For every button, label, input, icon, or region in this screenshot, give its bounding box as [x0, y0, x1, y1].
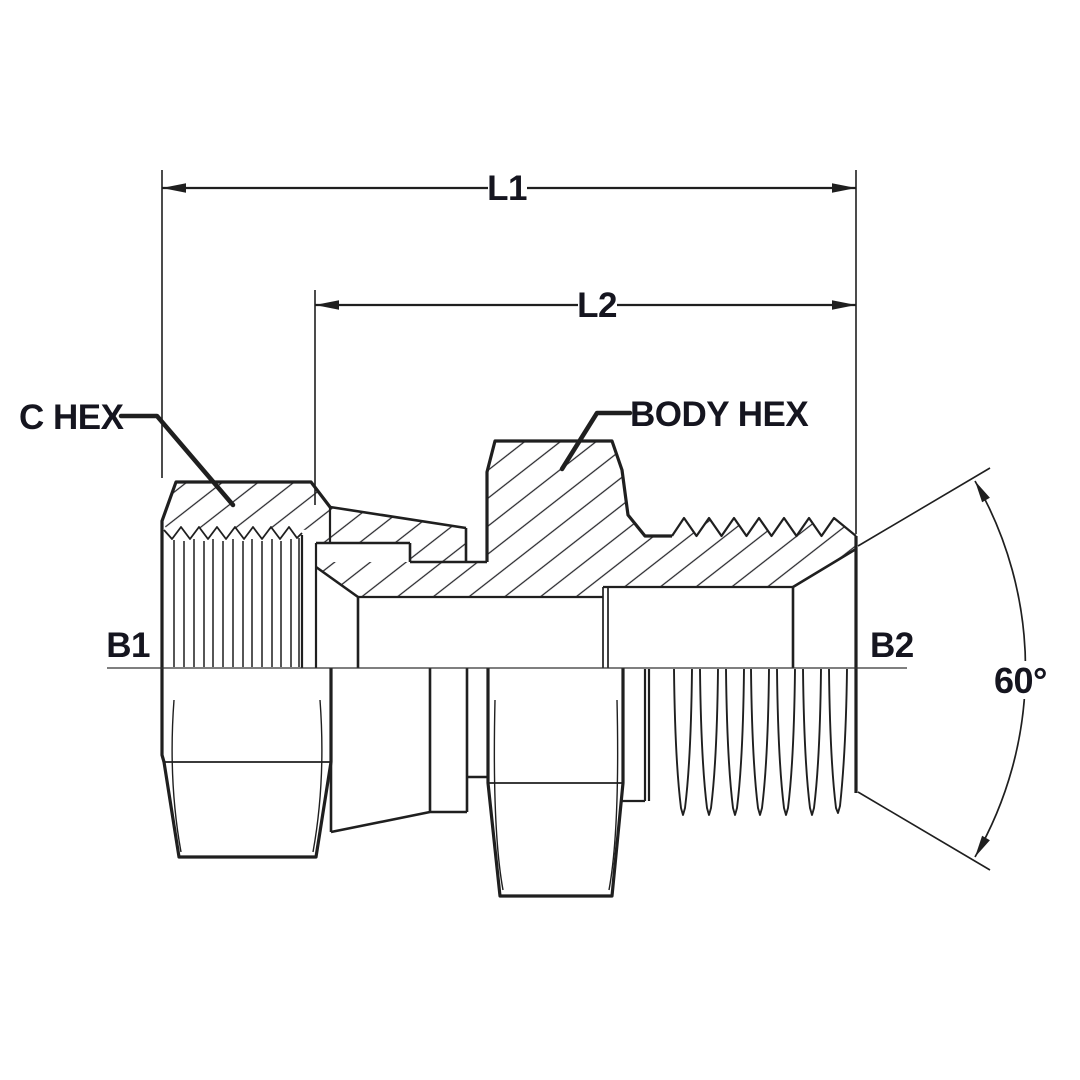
bodyhex-bottom-outline — [486, 668, 625, 898]
male-thread-crests — [671, 516, 857, 538]
l1-arrow-right — [832, 183, 856, 193]
nut-outline — [160, 480, 332, 668]
l2-arrow-left — [315, 300, 339, 310]
nipple-cone — [316, 505, 468, 564]
angle-ray-top — [857, 467, 991, 547]
hatch-body — [316, 441, 856, 597]
bore-lines — [358, 585, 793, 599]
sleeve-bottom — [329, 668, 488, 834]
bore-step-lines — [602, 587, 609, 668]
c-hex-leader — [118, 413, 236, 508]
b2-label: B2 — [870, 626, 914, 665]
dimension-arrows — [162, 183, 856, 310]
dimensions — [161, 170, 857, 534]
nut-serration-line — [163, 526, 303, 540]
hatch-cone-band — [330, 507, 466, 562]
nut-internal-thread-lines — [173, 538, 300, 667]
seat-angle-label: 60° — [994, 660, 1047, 701]
b1-label: B1 — [106, 626, 150, 665]
angle-annotation — [857, 467, 1055, 871]
l1-arrow-left — [162, 183, 186, 193]
body-hex-label: BODY HEX — [630, 395, 809, 434]
bodyhex-facet-arcs — [493, 699, 619, 891]
nipple-nose — [315, 565, 360, 668]
angle-arrow-top — [975, 481, 990, 503]
upper-section-outlines — [160, 439, 858, 793]
section-hatching — [162, 441, 856, 597]
lower-exterior-outlines — [160, 668, 848, 898]
extension-lines — [161, 170, 857, 534]
angle-ray-bottom — [857, 791, 991, 871]
seat-cone-section — [791, 547, 857, 668]
nut-inner-walls — [300, 507, 332, 668]
body-hex-leader — [559, 410, 633, 472]
angle-arrow-bottom — [975, 835, 990, 857]
nut-facet-arcs — [171, 699, 323, 853]
leader-lines — [118, 410, 633, 508]
l2-arrow-right — [832, 300, 856, 310]
male-thread-profile — [673, 668, 848, 816]
dim-l2-label: L2 — [577, 286, 617, 325]
angle-label-halo — [991, 661, 1055, 699]
c-hex-label: C HEX — [19, 398, 125, 437]
shank-collar — [621, 669, 651, 803]
dim-l1-label: L1 — [487, 169, 527, 208]
body-hex-outline — [485, 439, 672, 562]
labels: L1 L2 C HEX BODY HEX B1 B2 60° — [19, 169, 1047, 701]
